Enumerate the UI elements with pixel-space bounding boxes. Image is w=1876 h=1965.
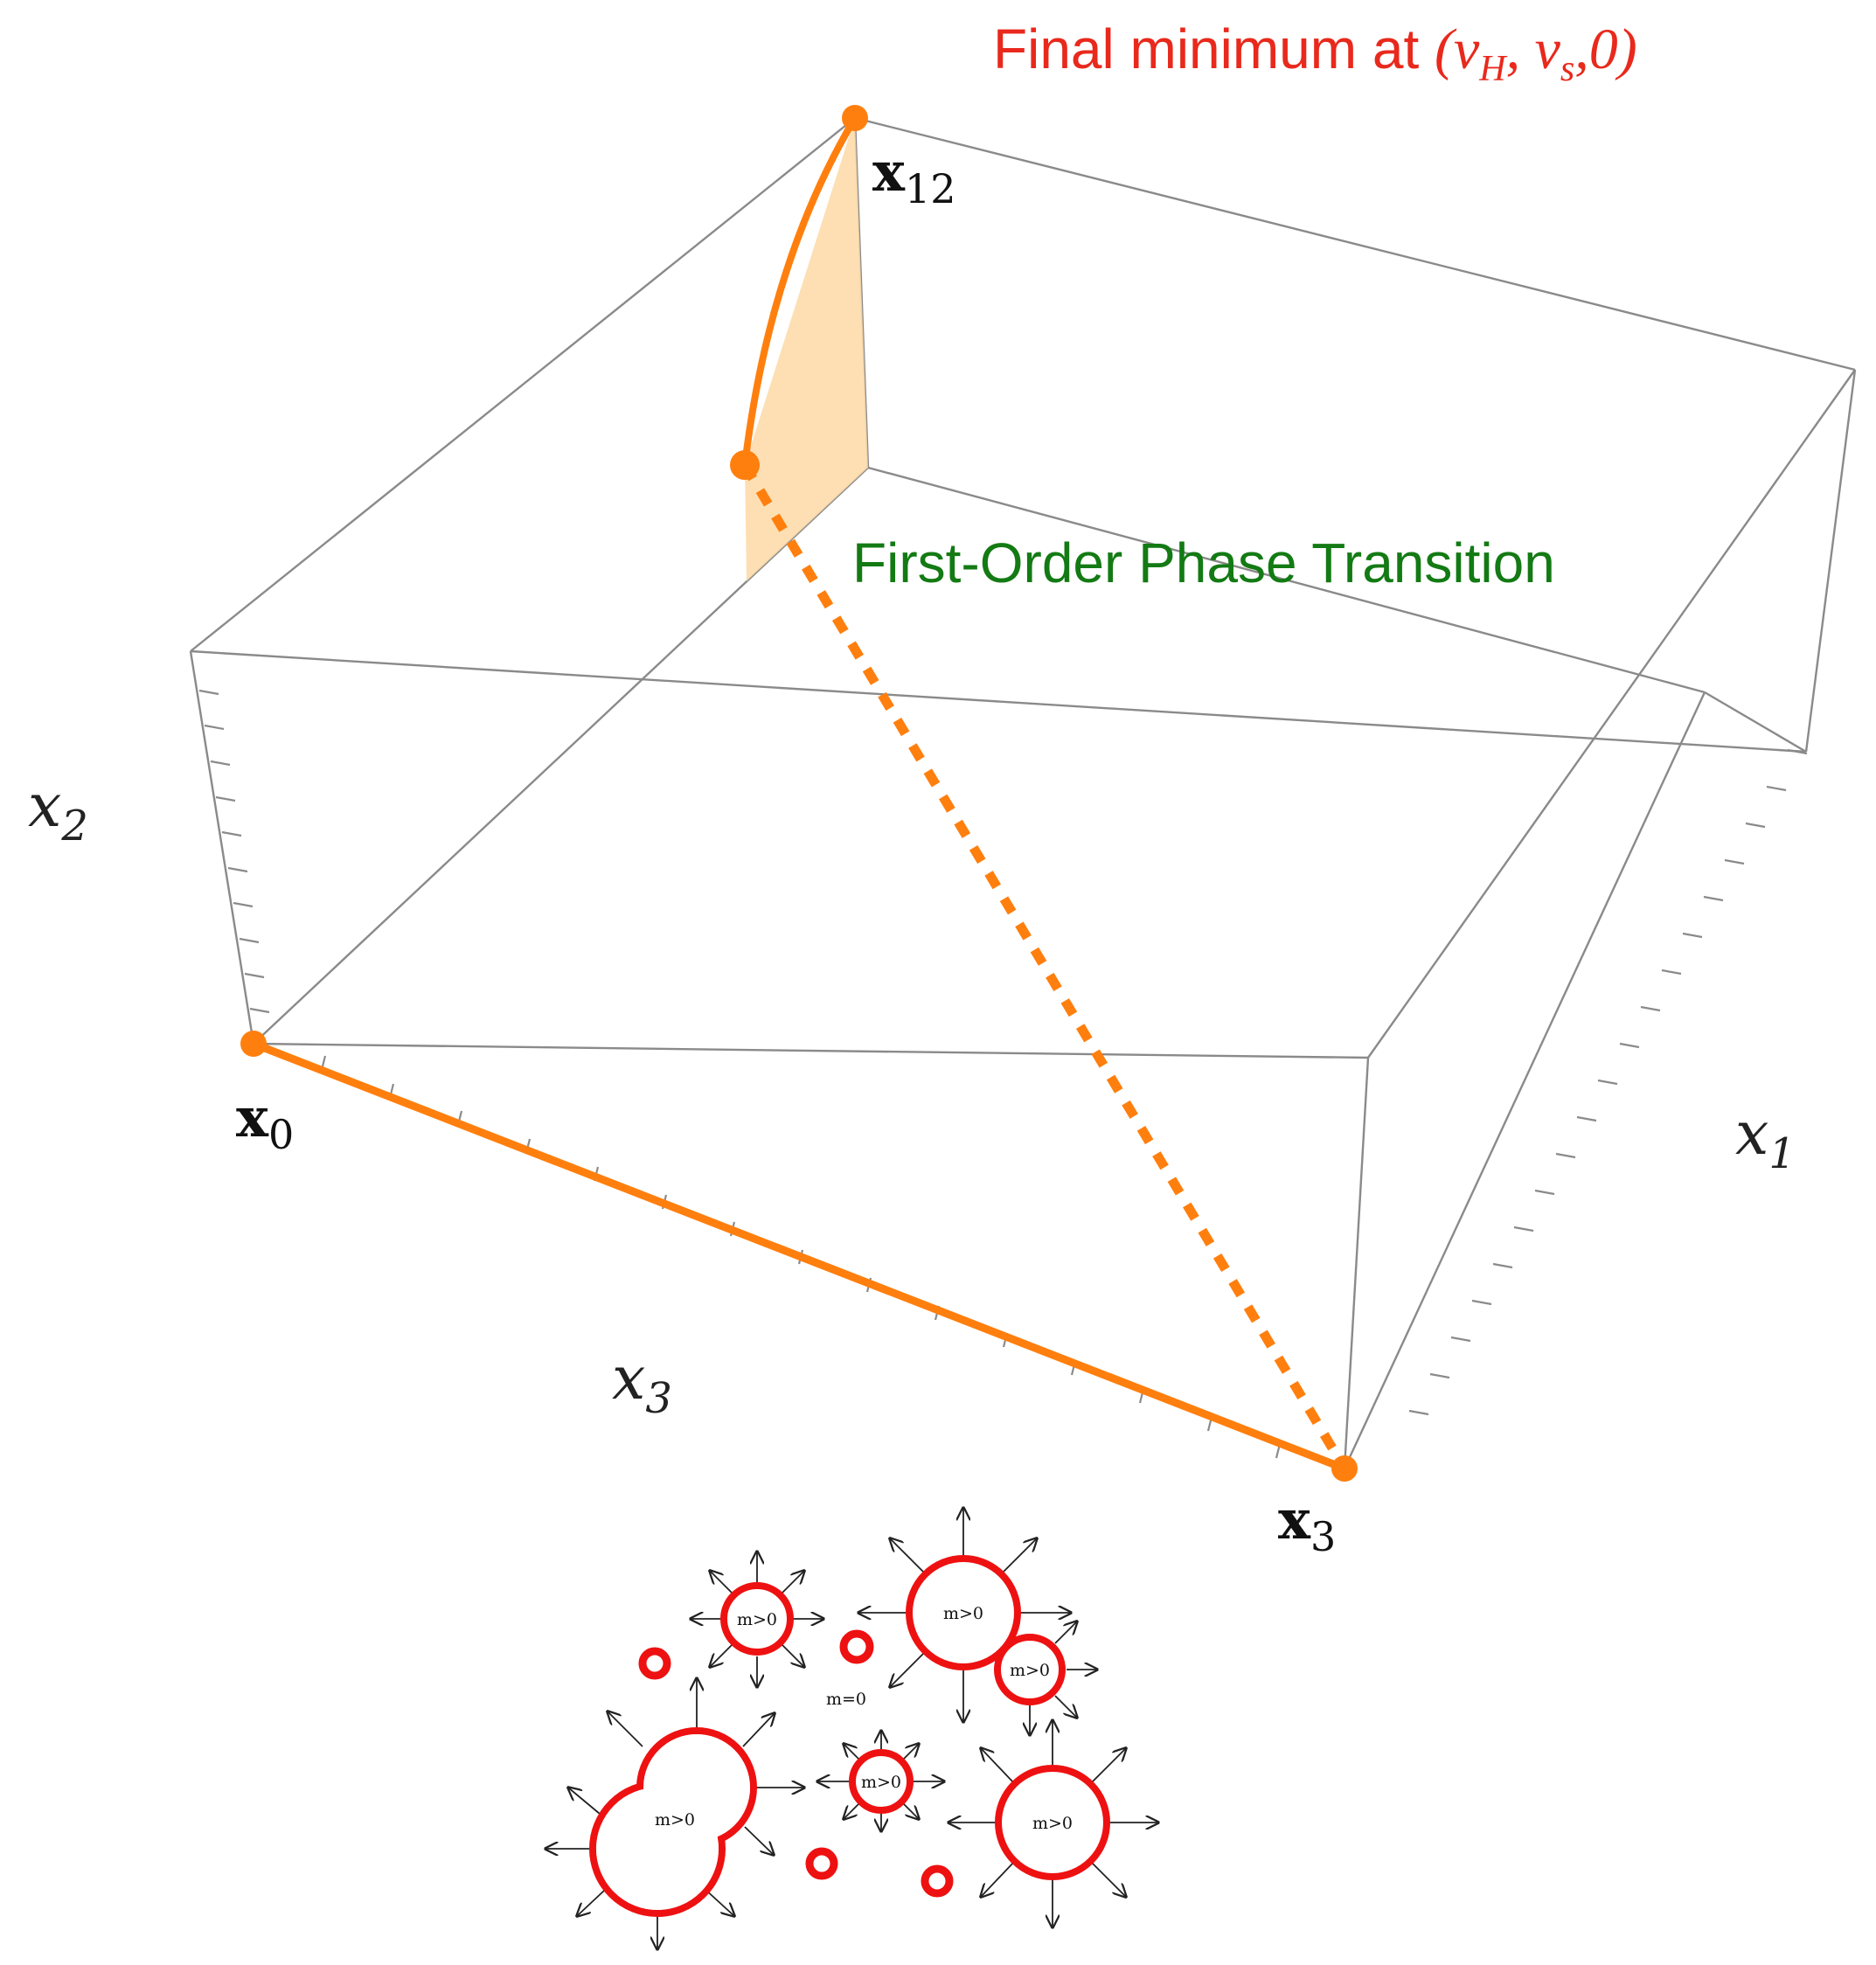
tick <box>1514 1227 1533 1231</box>
axis-label-x3: x3 <box>612 1344 672 1423</box>
tick <box>1556 1154 1575 1157</box>
axis-label-x2: x2 <box>28 772 88 851</box>
tick <box>1409 1411 1428 1414</box>
axis-label-x3-main: x <box>612 1344 645 1413</box>
bubble-e-label: m>0 <box>861 1773 901 1792</box>
bubble-f: m>0 <box>948 1720 1158 1927</box>
box-edge-top-back <box>855 118 1855 370</box>
box-edge-vertical-right <box>1705 692 1806 752</box>
tick <box>1451 1337 1470 1341</box>
annotation-final-minimum-vs: v <box>1535 17 1561 81</box>
tick <box>216 797 235 801</box>
axis-label-x3-sub: 3 <box>645 1374 672 1423</box>
tick <box>1598 1080 1617 1084</box>
axis-ticks-x2 <box>199 691 269 1012</box>
path-x0-to-x3 <box>254 1044 1344 1469</box>
box-edge-front-top <box>254 1044 1368 1058</box>
tick <box>1725 860 1744 864</box>
annotation-final-minimum-prefix: Final minimum at <box>993 17 1435 80</box>
annotation-final-minimum-sep: , <box>1506 17 1535 81</box>
annotation-final-minimum: Final minimum at (vH, vs,0) <box>993 17 1637 89</box>
tick <box>1620 1044 1639 1047</box>
tick <box>1704 897 1723 900</box>
annotation-final-minimum-vs-sub: s <box>1560 49 1574 89</box>
tick <box>205 726 224 729</box>
point-transition-start <box>730 450 760 480</box>
tick <box>1683 934 1702 937</box>
label-x0: x0 <box>236 1086 294 1158</box>
bubble-nucleation-illustration: m>0 m>0 m>0 <box>545 1508 1158 1949</box>
tick <box>199 691 219 694</box>
tick <box>1493 1264 1512 1267</box>
annotation-final-minimum-vh: v <box>1454 17 1480 81</box>
axis-label-x2-sub: 2 <box>60 802 88 851</box>
label-x3-main: x <box>1278 1488 1311 1552</box>
tick <box>1577 1117 1596 1121</box>
bubble-a-label: m>0 <box>737 1610 777 1629</box>
axis-label-x1: x1 <box>1735 1100 1796 1178</box>
bubble-a: m>0 <box>691 1552 823 1687</box>
tick <box>1662 970 1681 974</box>
annotation-final-minimum-tail: ,0) <box>1574 17 1636 81</box>
tick <box>1472 1301 1491 1304</box>
label-x3: x3 <box>1278 1488 1336 1560</box>
bubble-tiny-2 <box>844 1634 870 1660</box>
box-edge-front-vertical <box>1344 1058 1368 1469</box>
axis-label-x2-main: x <box>28 772 61 841</box>
tick <box>1746 823 1765 827</box>
tick <box>245 974 264 977</box>
bubble-f-label: m>0 <box>1032 1814 1073 1833</box>
bubble-tiny-1 <box>643 1651 667 1676</box>
box-edge-top-right-front <box>1368 370 1855 1058</box>
tick <box>211 761 230 765</box>
bubble-e: m>0 <box>817 1731 944 1831</box>
bounding-box <box>191 118 1855 1469</box>
tick <box>233 903 253 906</box>
label-x12: x12 <box>872 140 956 212</box>
bubble-c-label: m>0 <box>1010 1661 1050 1680</box>
point-x12 <box>842 105 868 131</box>
box-edge-bottom-right <box>1344 692 1705 1469</box>
point-x0 <box>240 1031 267 1057</box>
tick <box>1535 1191 1554 1194</box>
massless-label: m=0 <box>826 1690 866 1709</box>
tick <box>1767 787 1786 790</box>
tick <box>250 1009 269 1012</box>
axis-label-x1-sub: 1 <box>1768 1129 1796 1178</box>
label-x12-main: x <box>872 140 906 204</box>
path-first-order-jump <box>745 465 1344 1469</box>
point-x3 <box>1331 1455 1358 1482</box>
tick <box>240 939 259 942</box>
bubble-d-label: m>0 <box>655 1810 695 1830</box>
box-edge-vertical-left <box>191 651 254 1044</box>
bubble-b-label: m>0 <box>943 1604 983 1623</box>
axis-label-x1-main: x <box>1735 1100 1768 1169</box>
box-edge-bottom-left <box>254 468 868 1044</box>
annotation-first-order: First-Order Phase Transition <box>852 531 1555 594</box>
bubble-tiny-4 <box>925 1869 949 1893</box>
label-x3-sub: 3 <box>1310 1513 1336 1560</box>
bubble-tiny-3 <box>809 1851 834 1876</box>
tick <box>222 832 241 836</box>
label-x0-sub: 0 <box>268 1111 294 1158</box>
annotation-final-minimum-vh-sub: H <box>1478 49 1508 89</box>
tick <box>1641 1007 1660 1010</box>
axis-ticks-x1 <box>1409 750 1807 1414</box>
bubble-d: m>0 <box>545 1678 804 1949</box>
bubble-c: m>0 <box>997 1621 1097 1735</box>
tick <box>228 868 247 871</box>
box-edge-top-front <box>191 651 1806 752</box>
label-x12-sub: 12 <box>905 165 956 212</box>
label-x0-main: x <box>236 1086 269 1149</box>
tick <box>1430 1374 1449 1378</box>
